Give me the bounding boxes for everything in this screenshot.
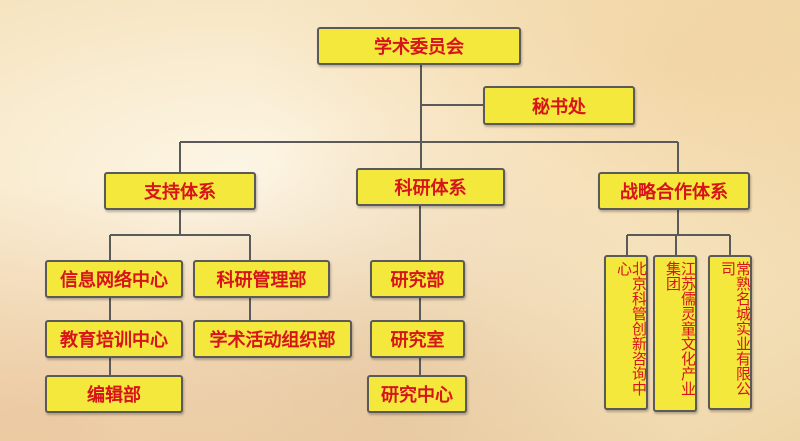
research-management-dept-node: 科研管理部	[193, 260, 330, 298]
secretariat-node: 秘书处	[483, 86, 635, 125]
changshu-industry-company-node: 常熟名城实业有限公司	[708, 255, 752, 410]
jiangsu-culture-group-node: 江苏儒灵童文化产业集团	[653, 255, 697, 412]
academic-activity-dept-node: 学术活动组织部	[193, 320, 352, 358]
info-network-center-node: 信息网络中心	[45, 260, 183, 298]
research-office-node: 研究室	[370, 320, 465, 358]
education-training-center-node: 教育培训中心	[45, 320, 183, 358]
support-system-node: 支持体系	[104, 172, 256, 210]
research-center-node: 研究中心	[367, 375, 467, 413]
editorial-dept-node: 编辑部	[45, 375, 183, 413]
root-node: 学术委员会	[317, 27, 521, 65]
strategic-cooperation-node: 战略合作体系	[598, 172, 750, 210]
beijing-consulting-center-node: 北京科管创新咨询中心	[604, 255, 648, 410]
research-system-node: 科研体系	[356, 168, 505, 206]
research-dept-node: 研究部	[370, 260, 465, 298]
